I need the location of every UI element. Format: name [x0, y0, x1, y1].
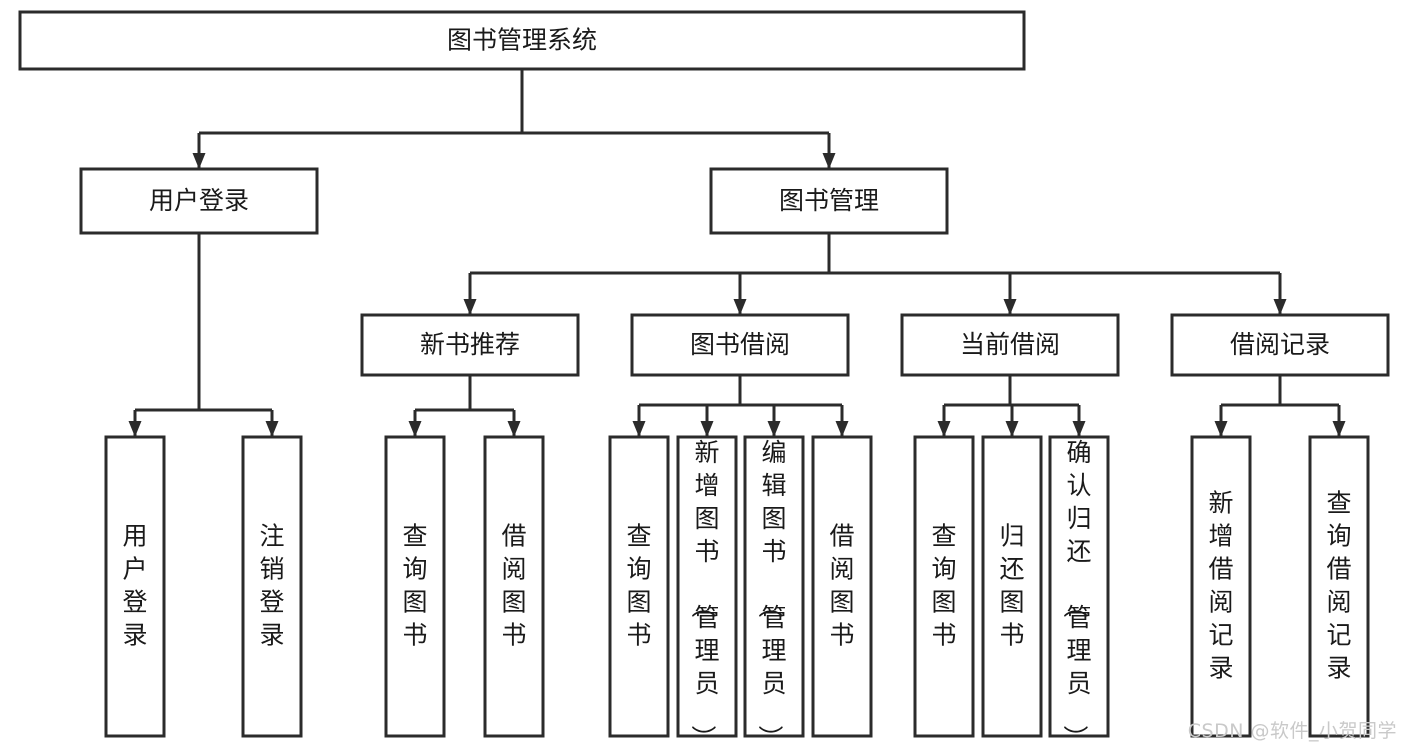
node-layer: 图书管理系统用户登录图书管理新书推荐图书借阅当前借阅借阅记录用户登录注销登录查询… [18, 10, 1390, 747]
arrow-head-icon [835, 421, 849, 437]
node-current-borrow[interactable]: 当前借阅 [900, 313, 1120, 377]
node-leaf-borrow-book[interactable]: 借阅图书 [811, 435, 873, 738]
node-label: 图书管理 [779, 186, 879, 215]
node-label: 图书借阅 [690, 330, 790, 359]
node-label: 查询图书 [626, 522, 651, 650]
arrow-head-icon [632, 421, 646, 437]
node-label: 新增借阅记录 [1208, 489, 1233, 683]
watermark-text: CSDN @软件_小贺同学 [1187, 720, 1397, 742]
node-leaf-query-book-borrow[interactable]: 查询图书 [608, 435, 670, 738]
node-label: 图书管理系统 [447, 26, 597, 55]
node-label: 借阅图书 [501, 522, 526, 650]
arrow-head-icon [1003, 299, 1017, 315]
node-leaf-edit-book-admin[interactable]: 编辑图书（管理员） [743, 435, 805, 747]
arrow-head-icon [463, 299, 477, 315]
arrow-head-icon [767, 421, 781, 437]
node-leaf-confirm-return-admin[interactable]: 确认归还（管理员） [1048, 435, 1110, 747]
node-leaf-add-book-admin[interactable]: 新增图书（管理员） [676, 435, 738, 747]
node-label: 查询借阅记录 [1326, 489, 1351, 683]
node-root-root[interactable]: 图书管理系统 [18, 10, 1026, 71]
arrow-head-icon [128, 421, 142, 437]
node-leaf-query-book-current[interactable]: 查询图书 [913, 435, 975, 738]
node-label: 编辑图书（管理员） [755, 438, 786, 747]
connector-layer [128, 69, 1346, 437]
arrow-head-icon [937, 421, 951, 437]
node-label: 归还图书 [999, 522, 1024, 650]
arrow-head-icon [1214, 421, 1228, 437]
node-leaf-query-borrow-record[interactable]: 查询借阅记录 [1308, 435, 1370, 738]
arrow-head-icon [1072, 421, 1086, 437]
node-user-login[interactable]: 用户登录 [79, 167, 319, 235]
arrow-head-icon [700, 421, 714, 437]
arrow-head-icon [408, 421, 422, 437]
arrow-head-icon [507, 421, 521, 437]
node-label: 借阅记录 [1230, 330, 1330, 359]
node-new-book-recommend[interactable]: 新书推荐 [360, 313, 580, 377]
arrow-head-icon [822, 153, 836, 169]
node-label: 用户登录 [122, 522, 147, 650]
arrow-head-icon [265, 421, 279, 437]
node-label: 确认归还（管理员） [1060, 438, 1091, 747]
node-label: 新增图书（管理员） [688, 438, 719, 747]
node-label: 查询图书 [931, 522, 956, 650]
node-book-borrow[interactable]: 图书借阅 [630, 313, 850, 377]
arrow-head-icon [192, 153, 206, 169]
node-borrow-record[interactable]: 借阅记录 [1170, 313, 1390, 377]
arrow-head-icon [1273, 299, 1287, 315]
node-label: 新书推荐 [420, 330, 520, 359]
node-leaf-query-book-recommend[interactable]: 查询图书 [384, 435, 446, 738]
node-label: 查询图书 [402, 522, 427, 650]
node-leaf-user-login[interactable]: 用户登录 [104, 435, 166, 738]
node-label: 当前借阅 [960, 330, 1060, 359]
node-leaf-return-book[interactable]: 归还图书 [981, 435, 1043, 738]
node-leaf-borrow-book-recommend[interactable]: 借阅图书 [483, 435, 545, 738]
node-label: 注销登录 [259, 522, 284, 650]
node-leaf-logout[interactable]: 注销登录 [241, 435, 303, 738]
node-label: 用户登录 [149, 186, 249, 215]
node-book-management[interactable]: 图书管理 [709, 167, 949, 235]
arrow-head-icon [1005, 421, 1019, 437]
arrow-head-icon [1332, 421, 1346, 437]
node-leaf-add-borrow-record[interactable]: 新增借阅记录 [1190, 435, 1252, 738]
node-label: 借阅图书 [829, 522, 854, 650]
arrow-head-icon [733, 299, 747, 315]
